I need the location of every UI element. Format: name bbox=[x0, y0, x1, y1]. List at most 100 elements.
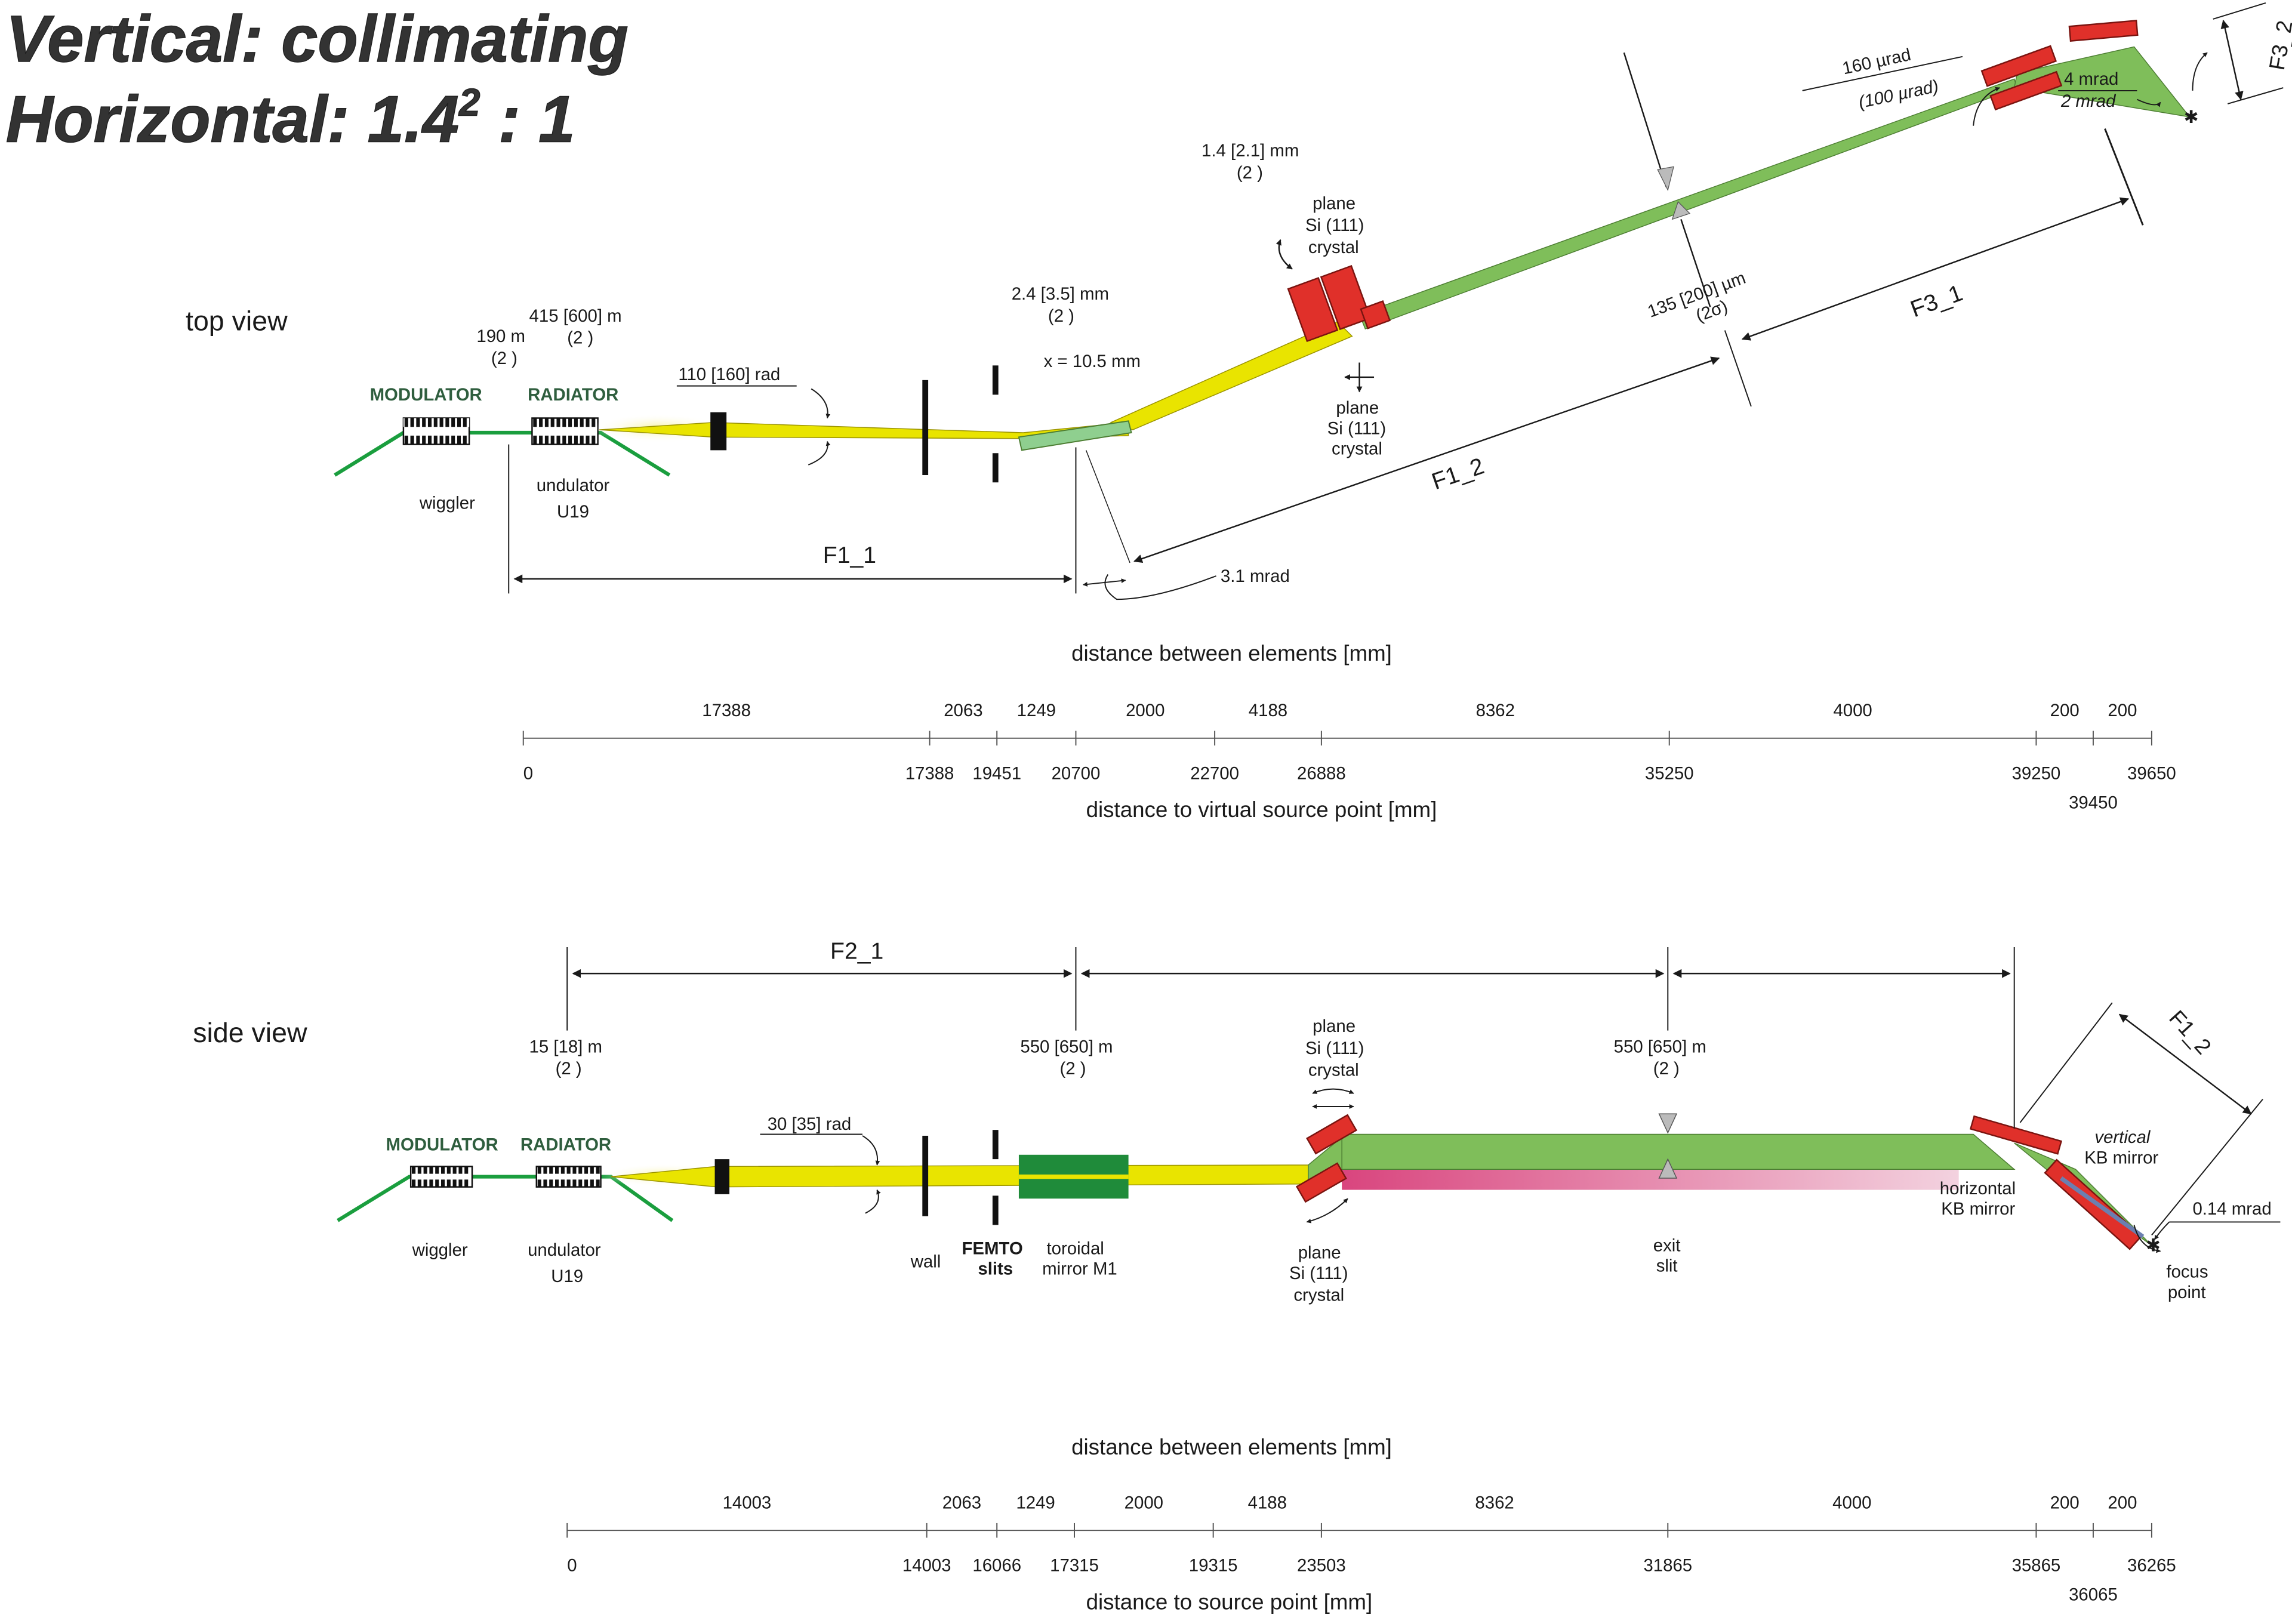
side-position-label: 31865 bbox=[1643, 1556, 1692, 1576]
top-segment-label: 4000 bbox=[1833, 701, 1872, 720]
side-view-label: side view bbox=[193, 1017, 307, 1048]
side-crystal-upper-3: crystal bbox=[1308, 1061, 1359, 1080]
top-ann-31: 3.1 mrad bbox=[1221, 566, 1290, 586]
title-line-2-base: Horizontal: 1.4 bbox=[6, 83, 459, 156]
side-wall-label: wall bbox=[910, 1252, 941, 1271]
side-position-label: 14003 bbox=[902, 1556, 951, 1576]
top-ann-14-1: 1.4 [2.1] mm bbox=[1202, 141, 1299, 161]
top-position-label: 39250 bbox=[2012, 763, 2061, 783]
top-ann-24-1: 2.4 [3.5] mm bbox=[1012, 284, 1109, 304]
top-ann-415-2: (2 ) bbox=[567, 328, 593, 348]
top-crystal-pair bbox=[1287, 265, 1391, 343]
side-ann-30-arrow bbox=[862, 1135, 880, 1166]
side-f1-2-ref-upper bbox=[2019, 1002, 2113, 1123]
top-ann-190-1: 190 m bbox=[476, 326, 525, 346]
top-position-label: 39650 bbox=[2127, 763, 2176, 783]
side-ann-550a-2: (2 ) bbox=[1060, 1059, 1086, 1078]
side-modulator-magnets bbox=[409, 1166, 473, 1188]
side-radiator-label: RADIATOR bbox=[520, 1135, 611, 1154]
top-femto-slit-lower bbox=[992, 453, 999, 483]
top-ann-14-2: (2 ) bbox=[1237, 163, 1263, 183]
top-position-label: 22700 bbox=[1190, 763, 1239, 783]
top-electron-path bbox=[334, 430, 671, 477]
top-crystal-upper-3: crystal bbox=[1308, 238, 1359, 257]
side-horizontal-kb-2: KB mirror bbox=[1941, 1199, 2015, 1219]
top-f3-2-arrow bbox=[2220, 19, 2244, 101]
top-wall bbox=[922, 380, 929, 476]
side-crystal-lower bbox=[1295, 1162, 1347, 1203]
top-f3-ref-left bbox=[1724, 330, 1752, 407]
side-focus-arrow bbox=[2133, 1225, 2161, 1253]
side-toroidal-label-2: mirror M1 bbox=[1042, 1259, 1117, 1279]
top-toroidal-mirror bbox=[1018, 420, 1132, 451]
top-ann-160-1: 160 µrad bbox=[1841, 45, 1913, 79]
top-ann-31-ref-line bbox=[1085, 450, 1130, 563]
side-position-label: 16066 bbox=[972, 1556, 1021, 1576]
side-femto-slit-lower bbox=[992, 1195, 999, 1225]
top-crystal-lower-1: plane bbox=[1336, 398, 1379, 418]
side-undulator-label: undulator bbox=[528, 1240, 601, 1260]
side-position-label: 0 bbox=[567, 1556, 577, 1576]
side-ann-550b-2: (2 ) bbox=[1653, 1059, 1680, 1078]
top-radiator-magnets bbox=[531, 417, 599, 445]
top-f3-1-arrow bbox=[1741, 197, 2130, 341]
top-segment-label: 1249 bbox=[1017, 701, 1056, 720]
top-position-label: 20700 bbox=[1052, 763, 1101, 783]
top-kb-mirror-1 bbox=[1980, 45, 2057, 87]
side-ann-15-1: 15 [18] m bbox=[529, 1037, 602, 1056]
side-undulator-id: U19 bbox=[551, 1266, 583, 1286]
top-slit-wedge-upper bbox=[1657, 166, 1674, 192]
top-position-label: 19451 bbox=[972, 763, 1021, 783]
side-femto-label-1: FEMTO bbox=[962, 1238, 1022, 1258]
top-position-label: 39450 bbox=[2069, 793, 2118, 812]
side-f1-2-arrow bbox=[2118, 1013, 2252, 1115]
top-beam-green-2 bbox=[2013, 46, 2191, 118]
side-axis-bottom-label: distance to source point [mm] bbox=[1086, 1589, 1373, 1614]
side-focus-1: focus bbox=[2166, 1262, 2208, 1282]
side-crystal-lower-1: plane bbox=[1298, 1243, 1341, 1263]
side-vertical-kb-1: vertical bbox=[2094, 1127, 2151, 1147]
side-ann-30-arrow-lower bbox=[865, 1189, 881, 1214]
side-ann-014: 0.14 mrad bbox=[2192, 1199, 2271, 1219]
title-line-2: Horizontal: 1.42 : 1 bbox=[6, 82, 575, 156]
side-segment-label: 200 bbox=[2108, 1493, 2137, 1512]
side-focus-2: point bbox=[2168, 1283, 2206, 1302]
top-position-label: 35250 bbox=[1645, 763, 1694, 783]
top-f3-2-ref-top bbox=[2213, 2, 2266, 20]
top-f1-1-label: F1_1 bbox=[823, 543, 876, 568]
top-ann-2mrad: 2 mrad bbox=[2060, 91, 2117, 111]
side-crystal-upper bbox=[1306, 1114, 1357, 1155]
side-position-label: 36065 bbox=[2069, 1585, 2118, 1605]
side-vertical-kb-2: KB mirror bbox=[2084, 1148, 2158, 1167]
top-ann-31-leader bbox=[1104, 574, 1216, 600]
top-f3-ref-right bbox=[2104, 128, 2144, 226]
top-ann-x: x = 10.5 mm bbox=[1044, 352, 1141, 371]
title-line-2-sup: 2 bbox=[458, 82, 480, 124]
top-modulator-magnets bbox=[402, 417, 470, 445]
side-f2-1-label: F2_1 bbox=[830, 939, 883, 964]
side-position-label: 19315 bbox=[1189, 1556, 1238, 1576]
top-crystal-lower-move-icon bbox=[1345, 362, 1375, 392]
side-segment-label: 2000 bbox=[1125, 1493, 1163, 1512]
top-ann-415-1: 415 [600] m bbox=[529, 306, 622, 326]
top-crystal-lower-2: Si (111) bbox=[1327, 418, 1387, 438]
side-segment-label: 200 bbox=[2050, 1493, 2080, 1512]
top-crystal-upper-2: Si (111) bbox=[1305, 215, 1364, 235]
top-slit-wedge-lower bbox=[1671, 201, 1691, 220]
side-wiggler-label: wiggler bbox=[412, 1240, 468, 1260]
top-undulator-label: undulator bbox=[537, 476, 610, 495]
top-modulator-label: MODULATOR bbox=[370, 385, 482, 405]
side-exit-slit-upper bbox=[1658, 1113, 1678, 1134]
side-beam-green-main bbox=[1341, 1133, 2016, 1170]
side-exit-slit-lower bbox=[1658, 1158, 1678, 1179]
top-wiggler-label: wiggler bbox=[419, 493, 475, 513]
top-ann-160-arrow bbox=[1973, 87, 2000, 126]
top-ann-110-arrow bbox=[811, 388, 831, 419]
top-segment-label: 8362 bbox=[1476, 701, 1515, 720]
side-segment-label: 8362 bbox=[1475, 1493, 1514, 1512]
side-segment-label: 1249 bbox=[1016, 1493, 1055, 1512]
side-horizontal-kb-mirror bbox=[1969, 1115, 2063, 1155]
top-ann-110-arrow-lower bbox=[808, 440, 831, 466]
top-radiator-label: RADIATOR bbox=[528, 385, 618, 405]
